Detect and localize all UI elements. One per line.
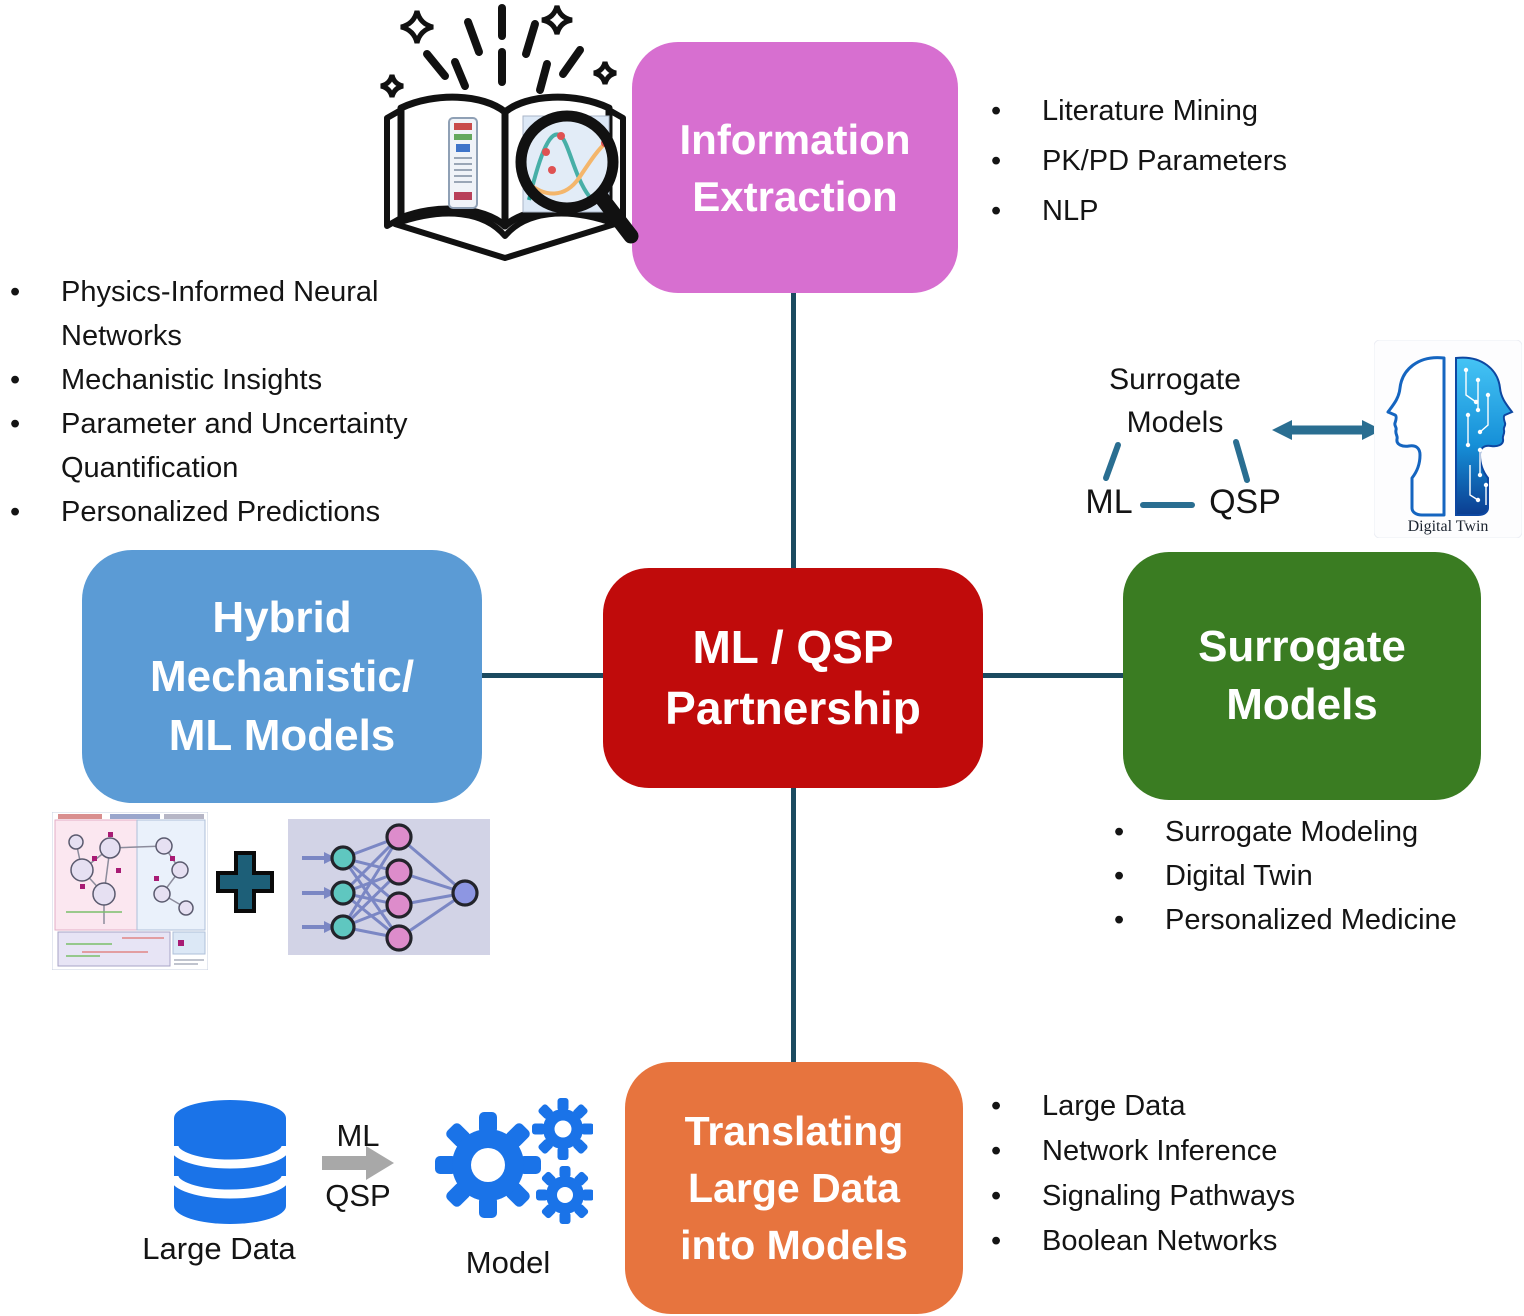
list-item: Network Inference — [985, 1129, 1445, 1174]
list-item: Signaling Pathways — [985, 1174, 1445, 1219]
large-data-list: Large Data Network Inference Signaling P… — [985, 1084, 1445, 1264]
list-item: PK/PD Parameters — [985, 136, 1415, 186]
node-title: ML / QSP Partnership — [665, 621, 921, 734]
digital-twin-caption: Digital Twin — [1408, 518, 1489, 535]
surrogate-triangle-title: Surrogate Models — [1109, 363, 1241, 439]
information-extraction-list: Literature Mining PK/PD Parameters NLP — [985, 86, 1415, 236]
large-data-caption: Large Data — [142, 1231, 296, 1266]
list-item: NLP — [985, 186, 1415, 236]
database-icon — [170, 1100, 290, 1224]
connector-top — [791, 293, 796, 570]
pipeline-qsp-label: QSP — [325, 1178, 391, 1213]
surrogate-models-list: Surrogate Modeling Digital Twin Personal… — [1108, 810, 1524, 942]
block-arrow-icon — [322, 1146, 394, 1180]
list-item: Mechanistic Insights — [4, 358, 464, 402]
node-translating-large-data: Translating Large Data into Models — [625, 1062, 963, 1314]
model-caption: Model — [465, 1245, 551, 1280]
human-head-profile — [1386, 356, 1446, 517]
hybrid-models-list: Physics-Informed Neural Networks Mechani… — [4, 270, 464, 534]
list-item: Large Data — [985, 1084, 1445, 1129]
list-item: Personalized Medicine — [1108, 898, 1524, 942]
list-item: Personalized Predictions — [4, 490, 464, 534]
magnifier-icon — [515, 110, 639, 244]
node-title: Information Extraction — [679, 115, 911, 220]
list-item: Boolean Networks — [985, 1219, 1445, 1264]
node-ml-qsp-partnership: ML / QSP Partnership — [603, 568, 983, 788]
node-title: Translating Large Data into Models — [680, 1107, 908, 1268]
neural-network-image — [288, 819, 490, 955]
surrogate-triangle-qsp-label: QSP — [1209, 483, 1281, 521]
connector-right — [983, 673, 1123, 678]
node-hybrid-mechanistic-ml-models: Hybrid Mechanistic/ ML Models — [82, 550, 482, 803]
plus-icon — [216, 851, 274, 913]
node-title: Hybrid Mechanistic/ ML Models — [149, 593, 415, 760]
list-item: Parameter and Uncertainty Quantification — [4, 402, 464, 490]
node-information-extraction: Information Extraction — [632, 42, 958, 293]
mechanistic-model-image — [52, 812, 208, 970]
node-title: Surrogate Models — [1198, 622, 1406, 729]
connector-left — [482, 673, 603, 678]
list-item: Surrogate Modeling — [1108, 810, 1524, 854]
circuit-head-profile — [1455, 356, 1514, 516]
connector-bottom — [791, 786, 796, 1064]
list-item: Digital Twin — [1108, 854, 1524, 898]
sparkles-icon — [380, 5, 617, 98]
double-arrow-icon — [1103, 420, 1382, 508]
list-item: Physics-Informed Neural Networks — [4, 270, 464, 358]
surrogate-triangle-ml-label: ML — [1085, 483, 1133, 521]
node-surrogate-models: Surrogate Models — [1123, 552, 1481, 800]
book-magnifier-icon — [380, 4, 639, 261]
flowchart-strip — [448, 117, 478, 209]
list-item: Literature Mining — [985, 86, 1415, 136]
pipeline-ml-label: ML — [336, 1118, 380, 1153]
digital-twin-image: Digital Twin — [1374, 340, 1522, 538]
gears-icon — [435, 1098, 593, 1224]
rays — [423, 4, 584, 94]
